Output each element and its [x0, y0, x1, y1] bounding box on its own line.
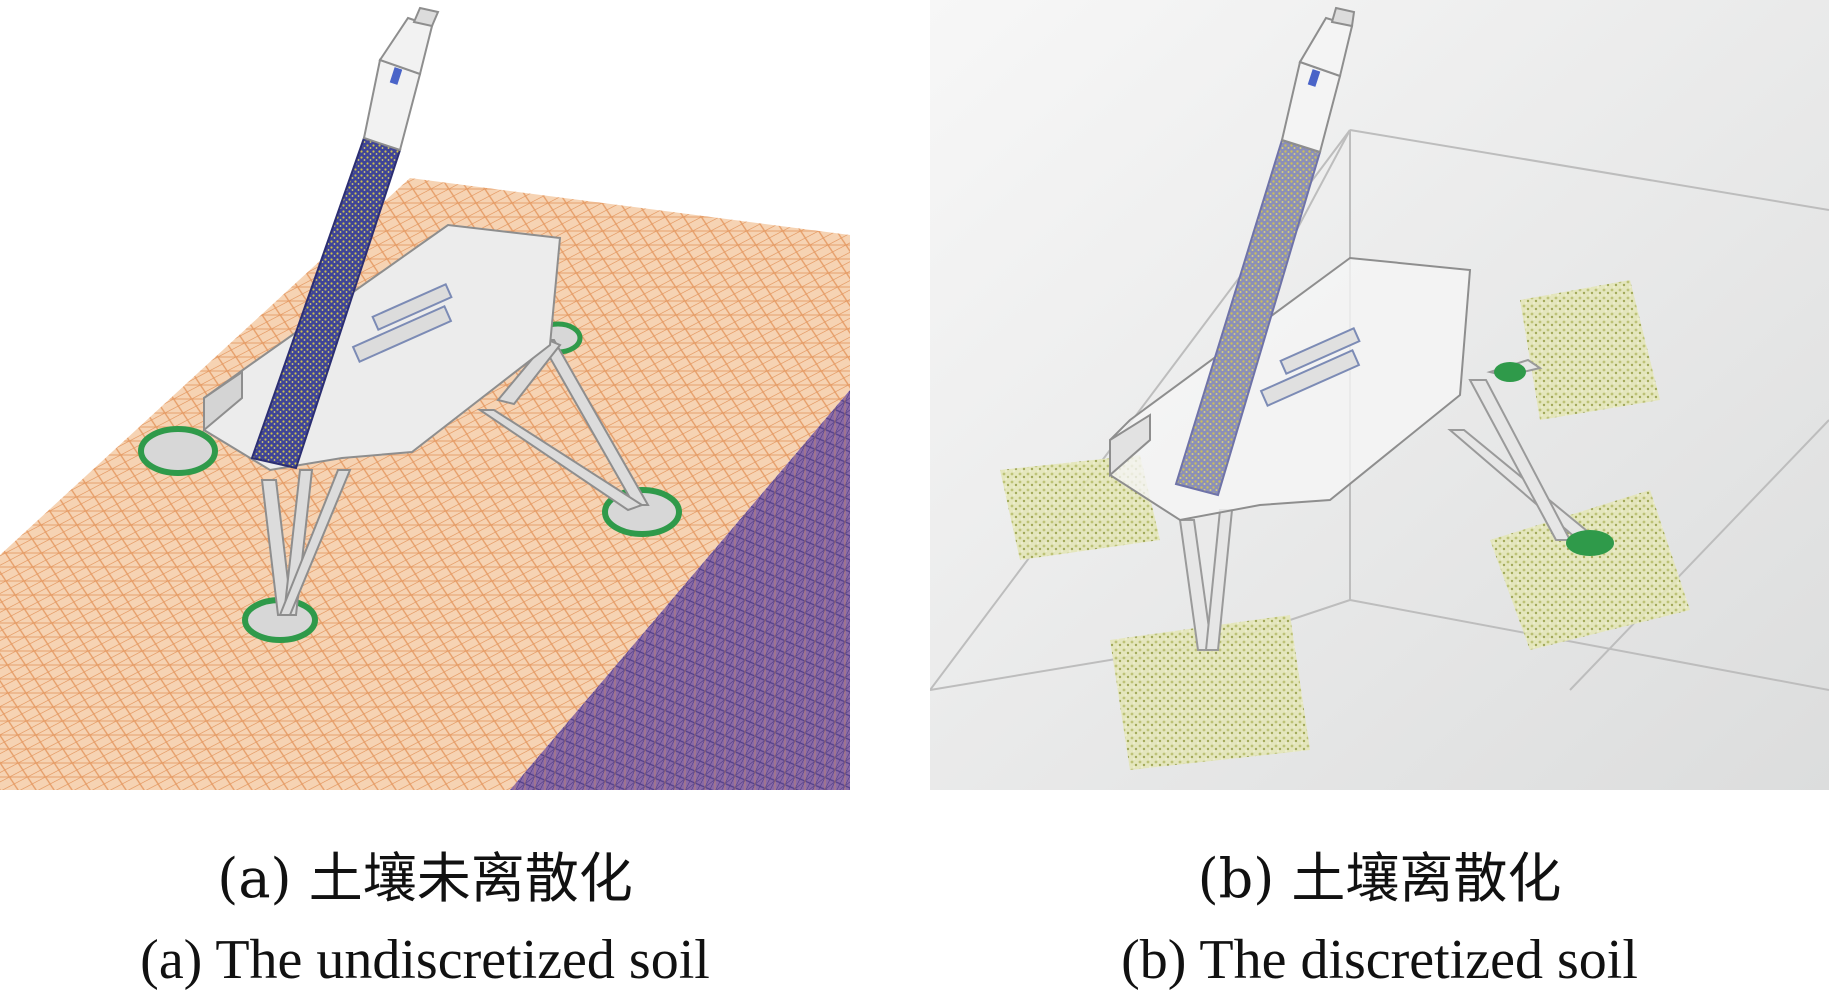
undiscretized-soil-scene — [0, 6, 850, 790]
drill-sampler — [250, 6, 440, 470]
discretized-soil-scene — [930, 0, 1829, 790]
soil-particle-blocks — [1000, 280, 1690, 770]
caption-a-english: (a) The undiscretized soil — [140, 929, 710, 991]
lander-legs — [1178, 358, 1600, 651]
caption-a-chinese: (a) 土壤未离散化 — [217, 847, 633, 910]
drill-sampler — [1174, 6, 1356, 497]
panel-discretized-soil — [930, 0, 1829, 790]
caption-b-english: (b) The discretized soil — [1121, 929, 1638, 991]
soil-mesh-top — [0, 178, 850, 790]
soil-mesh-side — [510, 390, 850, 790]
footpads — [1494, 362, 1614, 556]
panel-undiscretized-soil — [0, 0, 850, 790]
caption-b-chinese: (b) 土壤离散化 — [1197, 847, 1562, 910]
